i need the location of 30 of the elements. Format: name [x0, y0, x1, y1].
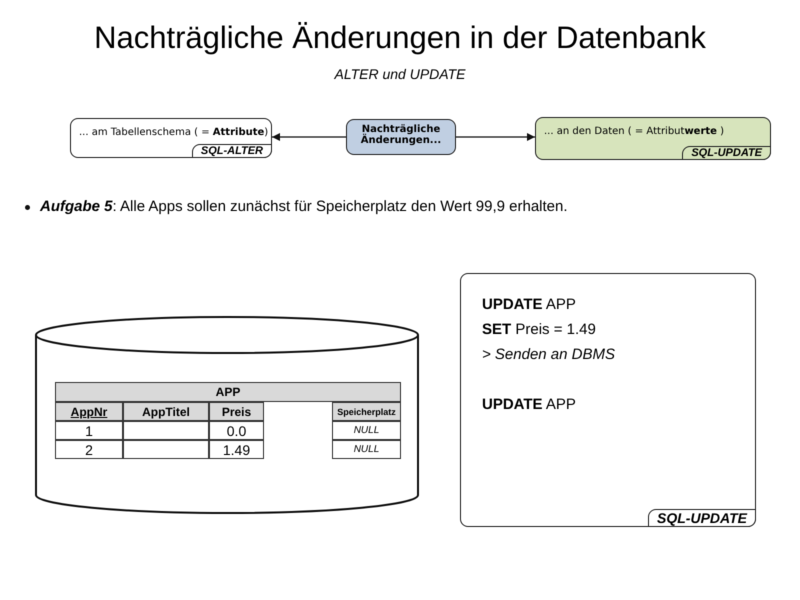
- box-label: Nachträgliche Änderungen...: [360, 124, 442, 146]
- table-cell: NULL: [332, 421, 401, 440]
- table-cell: 1: [55, 421, 123, 440]
- code-line: UPDATE APP: [482, 396, 576, 413]
- data-box: [535, 117, 771, 160]
- arrow: [456, 133, 535, 141]
- box-label: ... an den Daten ( = Attributwerte ): [544, 126, 724, 137]
- task-text: Aufgabe 5: Alle Apps sollen zunächst für Speicherplatz den Wert 99,9 erhalten.: [40, 198, 568, 215]
- code-line: SET Preis = 1.49: [482, 321, 596, 338]
- table-header-cell: AppNr: [55, 402, 123, 421]
- table-cell: 1.49: [209, 440, 264, 459]
- title: Nachträgliche Änderungen in der Datenbank: [93, 20, 707, 56]
- subtitle: ALTER und UPDATE: [333, 66, 466, 82]
- table-header-cell: Speicherplatz: [332, 402, 401, 421]
- tab-label: SQL-UPDATE: [682, 146, 771, 160]
- process-box: [346, 119, 456, 155]
- schema-box: [70, 118, 272, 158]
- table-header-cell: AppTitel: [123, 402, 209, 421]
- tab-label: SQL-UPDATE: [648, 509, 756, 527]
- tab-label: SQL-ALTER: [192, 144, 272, 158]
- code-line: > Senden an DBMS: [482, 346, 616, 363]
- table-cell: 2: [55, 440, 123, 459]
- code-box: [460, 273, 756, 527]
- arrow: [272, 133, 346, 141]
- table-cell: 0.0: [209, 421, 264, 440]
- code-line: UPDATE APP: [482, 296, 576, 313]
- table-cell: NULL: [332, 440, 401, 459]
- box-label: ... am Tabellenschema ( = Attribute): [79, 127, 268, 138]
- table-header-cell: Preis: [209, 402, 264, 421]
- table-header-cell: APP: [55, 382, 401, 402]
